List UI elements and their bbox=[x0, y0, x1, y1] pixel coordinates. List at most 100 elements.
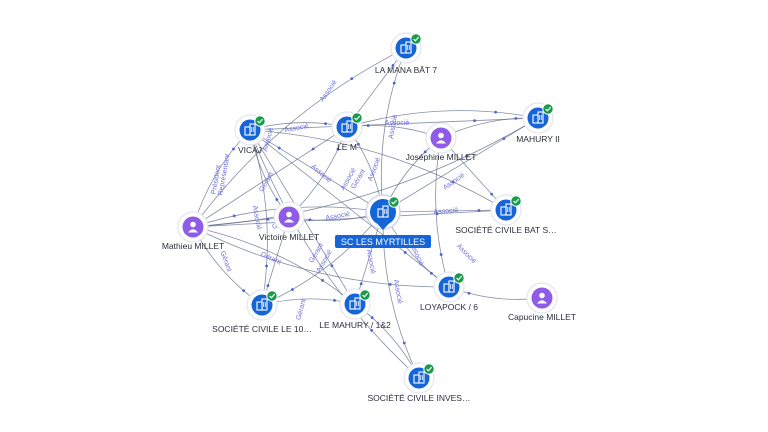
relation-edge bbox=[192, 226, 356, 305]
edge-label: Associé bbox=[284, 123, 309, 134]
building-icon bbox=[244, 123, 256, 136]
edge-arrow bbox=[336, 147, 340, 151]
edge-label: Gérant bbox=[295, 298, 307, 321]
edge-arrow bbox=[291, 288, 294, 291]
node-label: SOCIÉTÉ CIVILE LE 10… bbox=[212, 324, 312, 334]
edge-label: Associé bbox=[392, 279, 403, 304]
edge-arrow bbox=[321, 278, 324, 282]
node-label: SOCIÉTÉ CIVILE BAT S… bbox=[455, 225, 556, 235]
edge-arrow bbox=[490, 192, 494, 196]
building-icon bbox=[500, 203, 512, 216]
relation-edge bbox=[192, 47, 407, 228]
edge-label: Associé bbox=[365, 249, 376, 274]
verified-check-icon bbox=[359, 289, 371, 301]
node-le-m[interactable]: LE M bbox=[331, 111, 363, 152]
verified-check-icon bbox=[351, 112, 363, 124]
node-label: Mathieu MILLET bbox=[162, 241, 224, 251]
building-icon bbox=[413, 371, 425, 384]
node-label: Joséphine MILLET bbox=[406, 152, 477, 162]
edge-arrow bbox=[311, 147, 315, 151]
relation-edge bbox=[380, 47, 407, 213]
edge-arrow bbox=[232, 214, 236, 218]
verified-check-icon bbox=[453, 272, 465, 284]
edge-label: Gérant bbox=[218, 250, 232, 273]
building-icon bbox=[443, 280, 455, 293]
edge-arrow bbox=[275, 198, 279, 201]
edge-label: Associé bbox=[442, 172, 466, 192]
relation-edge bbox=[249, 129, 450, 288]
node-label: MAHURY II bbox=[516, 134, 560, 144]
verified-check-icon bbox=[423, 363, 435, 375]
verified-check-icon bbox=[266, 290, 278, 302]
node-label: LA MANA BÂT 7 bbox=[375, 65, 437, 75]
focus-node-sc-les-myrtilles[interactable]: SC LES MYRTILLES bbox=[335, 194, 431, 248]
edge-arrow bbox=[357, 142, 360, 146]
node-soci-t-civile-bat-s[interactable]: SOCIÉTÉ CIVILE BAT S… bbox=[455, 194, 557, 235]
edge-arrow bbox=[465, 154, 468, 158]
relation-edge bbox=[192, 226, 450, 288]
edge-arrow bbox=[277, 146, 281, 150]
relation-edge bbox=[249, 129, 507, 211]
edge-label: Associé bbox=[388, 114, 399, 139]
node-label: Capucine MILLET bbox=[508, 312, 576, 322]
node-la-mana-b-t-7[interactable]: LA MANA BÂT 7 bbox=[375, 32, 437, 75]
edge-arrow bbox=[333, 298, 336, 302]
node-vicaj[interactable]: VICAJ bbox=[234, 114, 266, 155]
relation-edge bbox=[346, 110, 539, 128]
node-jos-phine-millet[interactable]: Joséphine MILLET bbox=[406, 122, 477, 162]
person-icon bbox=[284, 211, 294, 223]
edge-label: Associé bbox=[385, 120, 410, 127]
node-victoire-millet[interactable]: Victoire MILLET bbox=[259, 201, 319, 242]
edge-arrow bbox=[467, 291, 471, 295]
edge-arrow bbox=[359, 282, 363, 286]
edge-arrow bbox=[388, 282, 392, 286]
edge-arrow bbox=[366, 124, 370, 127]
node-capucine-millet[interactable]: Capucine MILLET bbox=[508, 282, 576, 322]
edge-arrow bbox=[232, 147, 235, 151]
node-loyapock-6[interactable]: LOYAPOCK / 6 bbox=[420, 271, 478, 312]
edge-arrow bbox=[265, 264, 268, 268]
focus-label-pill bbox=[335, 235, 431, 248]
building-icon bbox=[532, 111, 544, 124]
person-icon bbox=[436, 132, 446, 144]
verified-check-icon bbox=[388, 196, 400, 208]
edge-arrow bbox=[392, 81, 396, 85]
edge-label: Associé bbox=[367, 157, 382, 183]
edge-arrow bbox=[324, 122, 327, 126]
node-label: SOCIÉTÉ CIVILE INVES… bbox=[368, 393, 471, 403]
edge-arrow bbox=[451, 180, 455, 184]
edge-arrow bbox=[330, 264, 334, 268]
node-label: Victoire MILLET bbox=[259, 232, 319, 242]
node-label: VICAJ bbox=[238, 145, 262, 155]
building-icon bbox=[349, 297, 361, 310]
edge-arrow bbox=[350, 77, 354, 81]
edge-arrow bbox=[402, 341, 406, 345]
relation-edge bbox=[249, 129, 384, 213]
node-soci-t-civile-inves[interactable]: SOCIÉTÉ CIVILE INVES… bbox=[368, 362, 471, 403]
edge-arrow bbox=[266, 217, 270, 221]
building-icon bbox=[256, 298, 268, 311]
edge-label: Associé bbox=[433, 207, 458, 216]
person-icon bbox=[537, 292, 547, 304]
focus-node-label: SC LES MYRTILLES bbox=[341, 237, 425, 247]
edge-label: Associé bbox=[325, 211, 350, 222]
node-label: LE M bbox=[337, 142, 357, 152]
verified-check-icon bbox=[410, 33, 422, 45]
edge-arrow bbox=[242, 289, 246, 293]
building-icon bbox=[377, 205, 389, 218]
edge-label: Gérant bbox=[259, 251, 281, 266]
node-le-mahury-1-2[interactable]: LE MAHURY / 1&2 bbox=[319, 288, 391, 330]
node-mahury-ii[interactable]: MAHURY II bbox=[516, 102, 560, 144]
edge-arrow bbox=[370, 329, 374, 332]
edge-arrow bbox=[266, 284, 270, 288]
building-icon bbox=[400, 41, 412, 54]
node-label: LOYAPOCK / 6 bbox=[420, 302, 478, 312]
edge-arrow bbox=[494, 110, 498, 114]
edge-arrow bbox=[473, 119, 477, 123]
node-soci-t-civile-le-10[interactable]: SOCIÉTÉ CIVILE LE 10… bbox=[212, 289, 312, 334]
nodes-layer: LA MANA BÂT 7 VICAJ LE M Joséphine MILLET MA… bbox=[162, 32, 576, 403]
edge-label: Associé bbox=[319, 79, 339, 103]
edge-label: Associé bbox=[251, 205, 262, 230]
node-mathieu-millet[interactable]: Mathieu MILLET bbox=[162, 211, 224, 251]
